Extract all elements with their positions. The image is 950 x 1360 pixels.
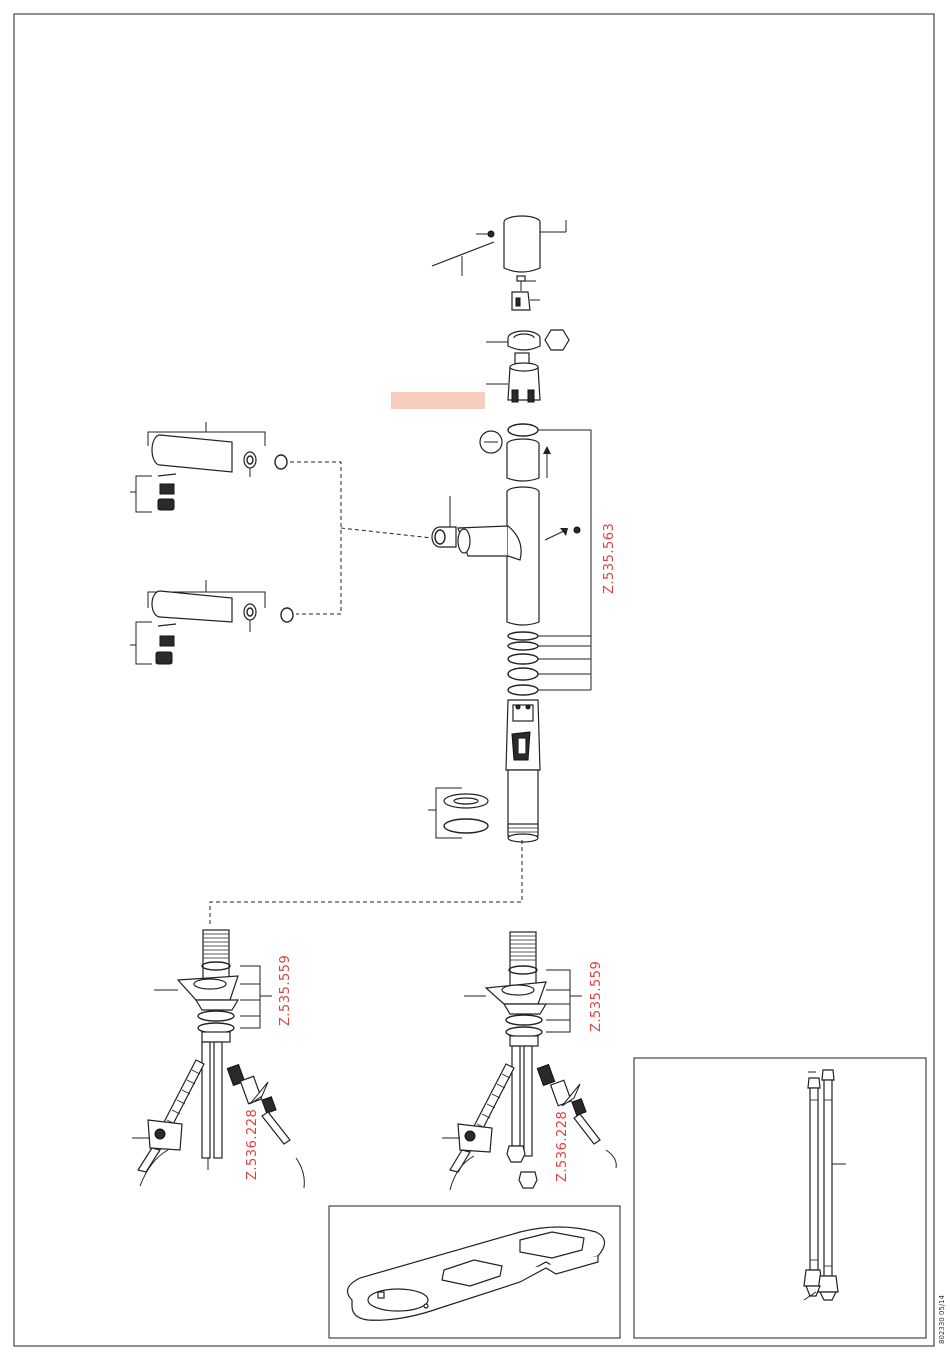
- part-code-fixing-right: Z.535.559: [589, 961, 604, 1032]
- document-number: 802330 05/14: [938, 1294, 946, 1344]
- inset-spanner-tool: [329, 1206, 620, 1338]
- part-code-adapter-left: Z.536.228: [245, 1109, 260, 1180]
- handle-group: [432, 216, 566, 310]
- part-code-adapter-right: Z.536.228: [555, 1111, 570, 1182]
- alt-spout-lower: [130, 580, 293, 664]
- part-code-body-orings: Z.535.563: [602, 523, 617, 594]
- highlight-label-box: [391, 392, 485, 409]
- connector-dashed-spouts: [290, 462, 341, 614]
- cartridge-group: [486, 330, 569, 402]
- alt-spout-upper: [130, 422, 287, 512]
- inset-frame-hoses: [634, 1058, 926, 1338]
- connector-dashed-fixings: [210, 840, 522, 926]
- part-code-fixing-left: Z.535.559: [278, 955, 293, 1026]
- tap-body-group: [428, 424, 591, 842]
- inset-flexible-hoses: [634, 1058, 926, 1338]
